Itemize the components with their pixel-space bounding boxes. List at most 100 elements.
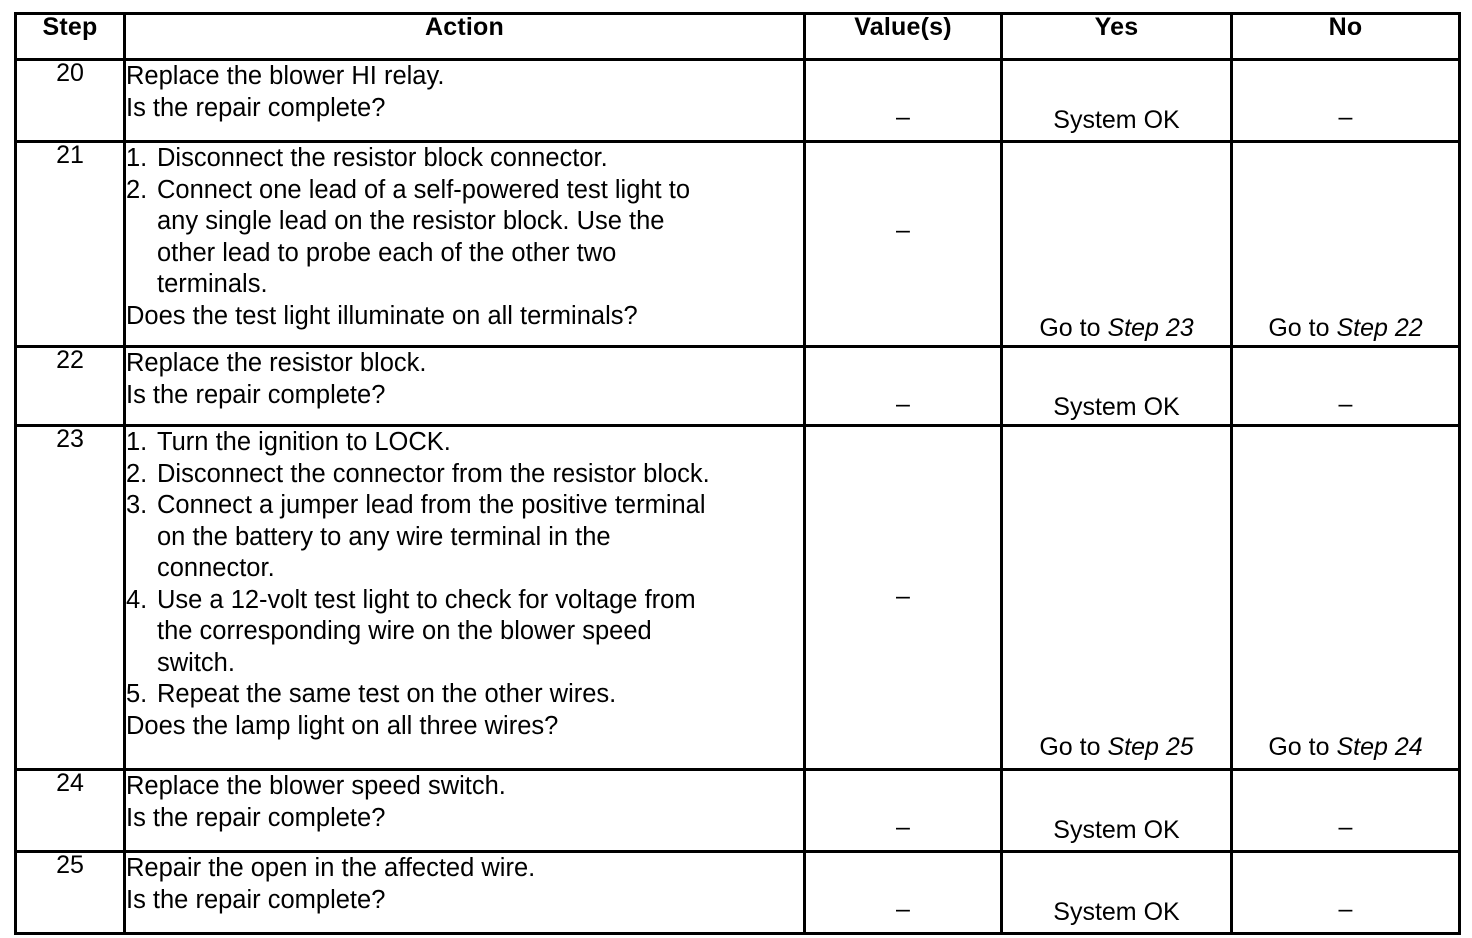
list-marker: 1. <box>126 428 148 456</box>
list-text: Use a 12-volt test light to check for vo… <box>157 585 803 680</box>
value-dash: – <box>896 216 910 244</box>
table-row: 24 Replace the blower speed switch. Is t… <box>14 768 1461 853</box>
list-text-line: switch. <box>157 648 235 677</box>
yes-goto: Go to Step 23 <box>1003 143 1230 345</box>
diagnostic-procedure-table: Step Action Value(s) Yes No 20 Replace t… <box>14 12 1461 935</box>
column-header-action: Action <box>123 12 806 61</box>
value-dash: – <box>896 582 910 610</box>
value-cell: – <box>803 768 1003 853</box>
list-text: Connect one lead of a self-powered test … <box>157 175 803 301</box>
list-text-line: any single lead on the resistor block. U… <box>157 207 665 235</box>
table-row: 23 1. Turn the ignition to LOCK. 2. Disc… <box>14 424 1461 771</box>
action-numbered-item: 2. Disconnect the connector from the res… <box>126 459 803 491</box>
table-row: 21 1. Disconnect the resistor block conn… <box>14 140 1461 348</box>
list-marker: 2. <box>126 459 148 488</box>
no-result: – <box>1338 103 1353 131</box>
goto-target: Step 25 <box>1107 733 1194 761</box>
action-numbered-item: 1. Turn the ignition to LOCK. <box>126 427 803 459</box>
action-numbered-item: 5. Repeat the same test on the other wir… <box>126 679 803 711</box>
yes-result: System OK <box>1053 816 1180 844</box>
list-marker: 2. <box>126 175 148 204</box>
action-question: Does the test light illuminate on all te… <box>126 301 638 330</box>
no-goto: Go to Step 24 <box>1233 427 1458 764</box>
no-result: – <box>1338 390 1353 418</box>
action-question: Is the repair complete? <box>126 803 386 832</box>
value-cell: – <box>803 424 1003 771</box>
yes-cell: System OK <box>1000 58 1233 143</box>
no-cell: – <box>1230 345 1461 427</box>
no-cell: – <box>1230 850 1461 935</box>
action-numbered-item: 3. Connect a jumper lead from the positi… <box>126 490 803 585</box>
list-text-line: Connect a jumper lead from the positive … <box>157 491 706 519</box>
action-cell: Replace the blower speed switch. Is the … <box>123 768 806 853</box>
action-cell: Replace the blower HI relay. Is the repa… <box>123 58 806 143</box>
table-row: 22 Replace the resistor block. Is the re… <box>14 345 1461 427</box>
list-marker: 1. <box>126 144 148 172</box>
action-cell: Repair the open in the affected wire. Is… <box>123 850 806 935</box>
action-cell: Replace the resistor block. Is the repai… <box>123 345 806 427</box>
goto-prefix: Go to <box>1039 314 1108 342</box>
list-text: Disconnect the connector from the resist… <box>157 459 710 488</box>
action-question: Is the repair complete? <box>126 885 386 914</box>
list-marker: 3. <box>126 491 148 519</box>
action-question: Does the lamp light on all three wires? <box>126 711 559 740</box>
list-marker: 5. <box>126 680 148 708</box>
yes-result: System OK <box>1053 106 1180 134</box>
goto-target: Step 22 <box>1336 314 1423 342</box>
step-number-cell: 24 <box>14 768 126 853</box>
yes-cell: Go to Step 23 <box>1000 140 1233 348</box>
action-numbered-item: 4. Use a 12-volt test light to check for… <box>126 585 803 680</box>
list-text: Repeat the same test on the other wires. <box>157 680 617 708</box>
value-cell: – <box>803 140 1003 348</box>
list-text-line: connector. <box>157 554 275 582</box>
list-text-line: on the battery to any wire terminal in t… <box>157 522 611 551</box>
step-number-cell: 20 <box>14 58 126 143</box>
yes-cell: System OK <box>1000 850 1233 935</box>
column-header-yes: Yes <box>1000 12 1233 61</box>
no-cell: Go to Step 24 <box>1230 424 1461 771</box>
goto-target: Step 24 <box>1336 733 1423 761</box>
goto-prefix: Go to <box>1268 733 1337 761</box>
list-text-line: other lead to probe each of the other tw… <box>157 238 617 267</box>
list-text-line: terminals. <box>157 270 268 298</box>
no-cell: – <box>1230 58 1461 143</box>
yes-result: System OK <box>1053 898 1180 926</box>
table-header: Step Action Value(s) Yes No <box>14 12 1461 61</box>
column-header-no: No <box>1230 12 1461 61</box>
list-text-line: Use a 12-volt test light to check for vo… <box>157 585 696 614</box>
action-numbered-item: 2. Connect one lead of a self-powered te… <box>126 175 803 301</box>
action-numbered-item: 1. Disconnect the resistor block connect… <box>126 143 803 175</box>
yes-result: System OK <box>1053 393 1180 421</box>
action-cell: 1. Turn the ignition to LOCK. 2. Disconn… <box>123 424 806 771</box>
value-cell: – <box>803 850 1003 935</box>
table-row: 25 Repair the open in the affected wire.… <box>14 850 1461 935</box>
no-goto: Go to Step 22 <box>1233 143 1458 345</box>
value-dash: – <box>896 103 910 131</box>
step-number-cell: 21 <box>14 140 126 348</box>
value-dash: – <box>896 813 910 841</box>
value-dash: – <box>896 390 910 418</box>
list-text: Connect a jumper lead from the positive … <box>157 490 803 585</box>
list-text-line: Connect one lead of a self-powered test … <box>157 175 690 204</box>
table-row: 20 Replace the blower HI relay. Is the r… <box>14 58 1461 143</box>
yes-goto: Go to Step 25 <box>1003 427 1230 764</box>
step-number-cell: 23 <box>14 424 126 771</box>
table-body: 20 Replace the blower HI relay. Is the r… <box>14 58 1461 935</box>
value-cell: – <box>803 58 1003 143</box>
step-number-cell: 22 <box>14 345 126 427</box>
action-question: Is the repair complete? <box>126 380 386 409</box>
step-number-cell: 25 <box>14 850 126 935</box>
yes-cell: Go to Step 25 <box>1000 424 1233 771</box>
value-dash: – <box>896 895 910 923</box>
yes-cell: System OK <box>1000 345 1233 427</box>
list-text: Disconnect the resistor block connector. <box>157 144 608 172</box>
column-header-step: Step <box>14 12 126 61</box>
no-cell: Go to Step 22 <box>1230 140 1461 348</box>
action-line: Replace the blower HI relay. <box>126 62 445 90</box>
action-line: Replace the blower speed switch. <box>126 772 506 800</box>
yes-cell: System OK <box>1000 768 1233 853</box>
action-question: Is the repair complete? <box>126 93 386 122</box>
action-line: Replace the resistor block. <box>126 349 427 377</box>
goto-target: Step 23 <box>1107 314 1194 342</box>
